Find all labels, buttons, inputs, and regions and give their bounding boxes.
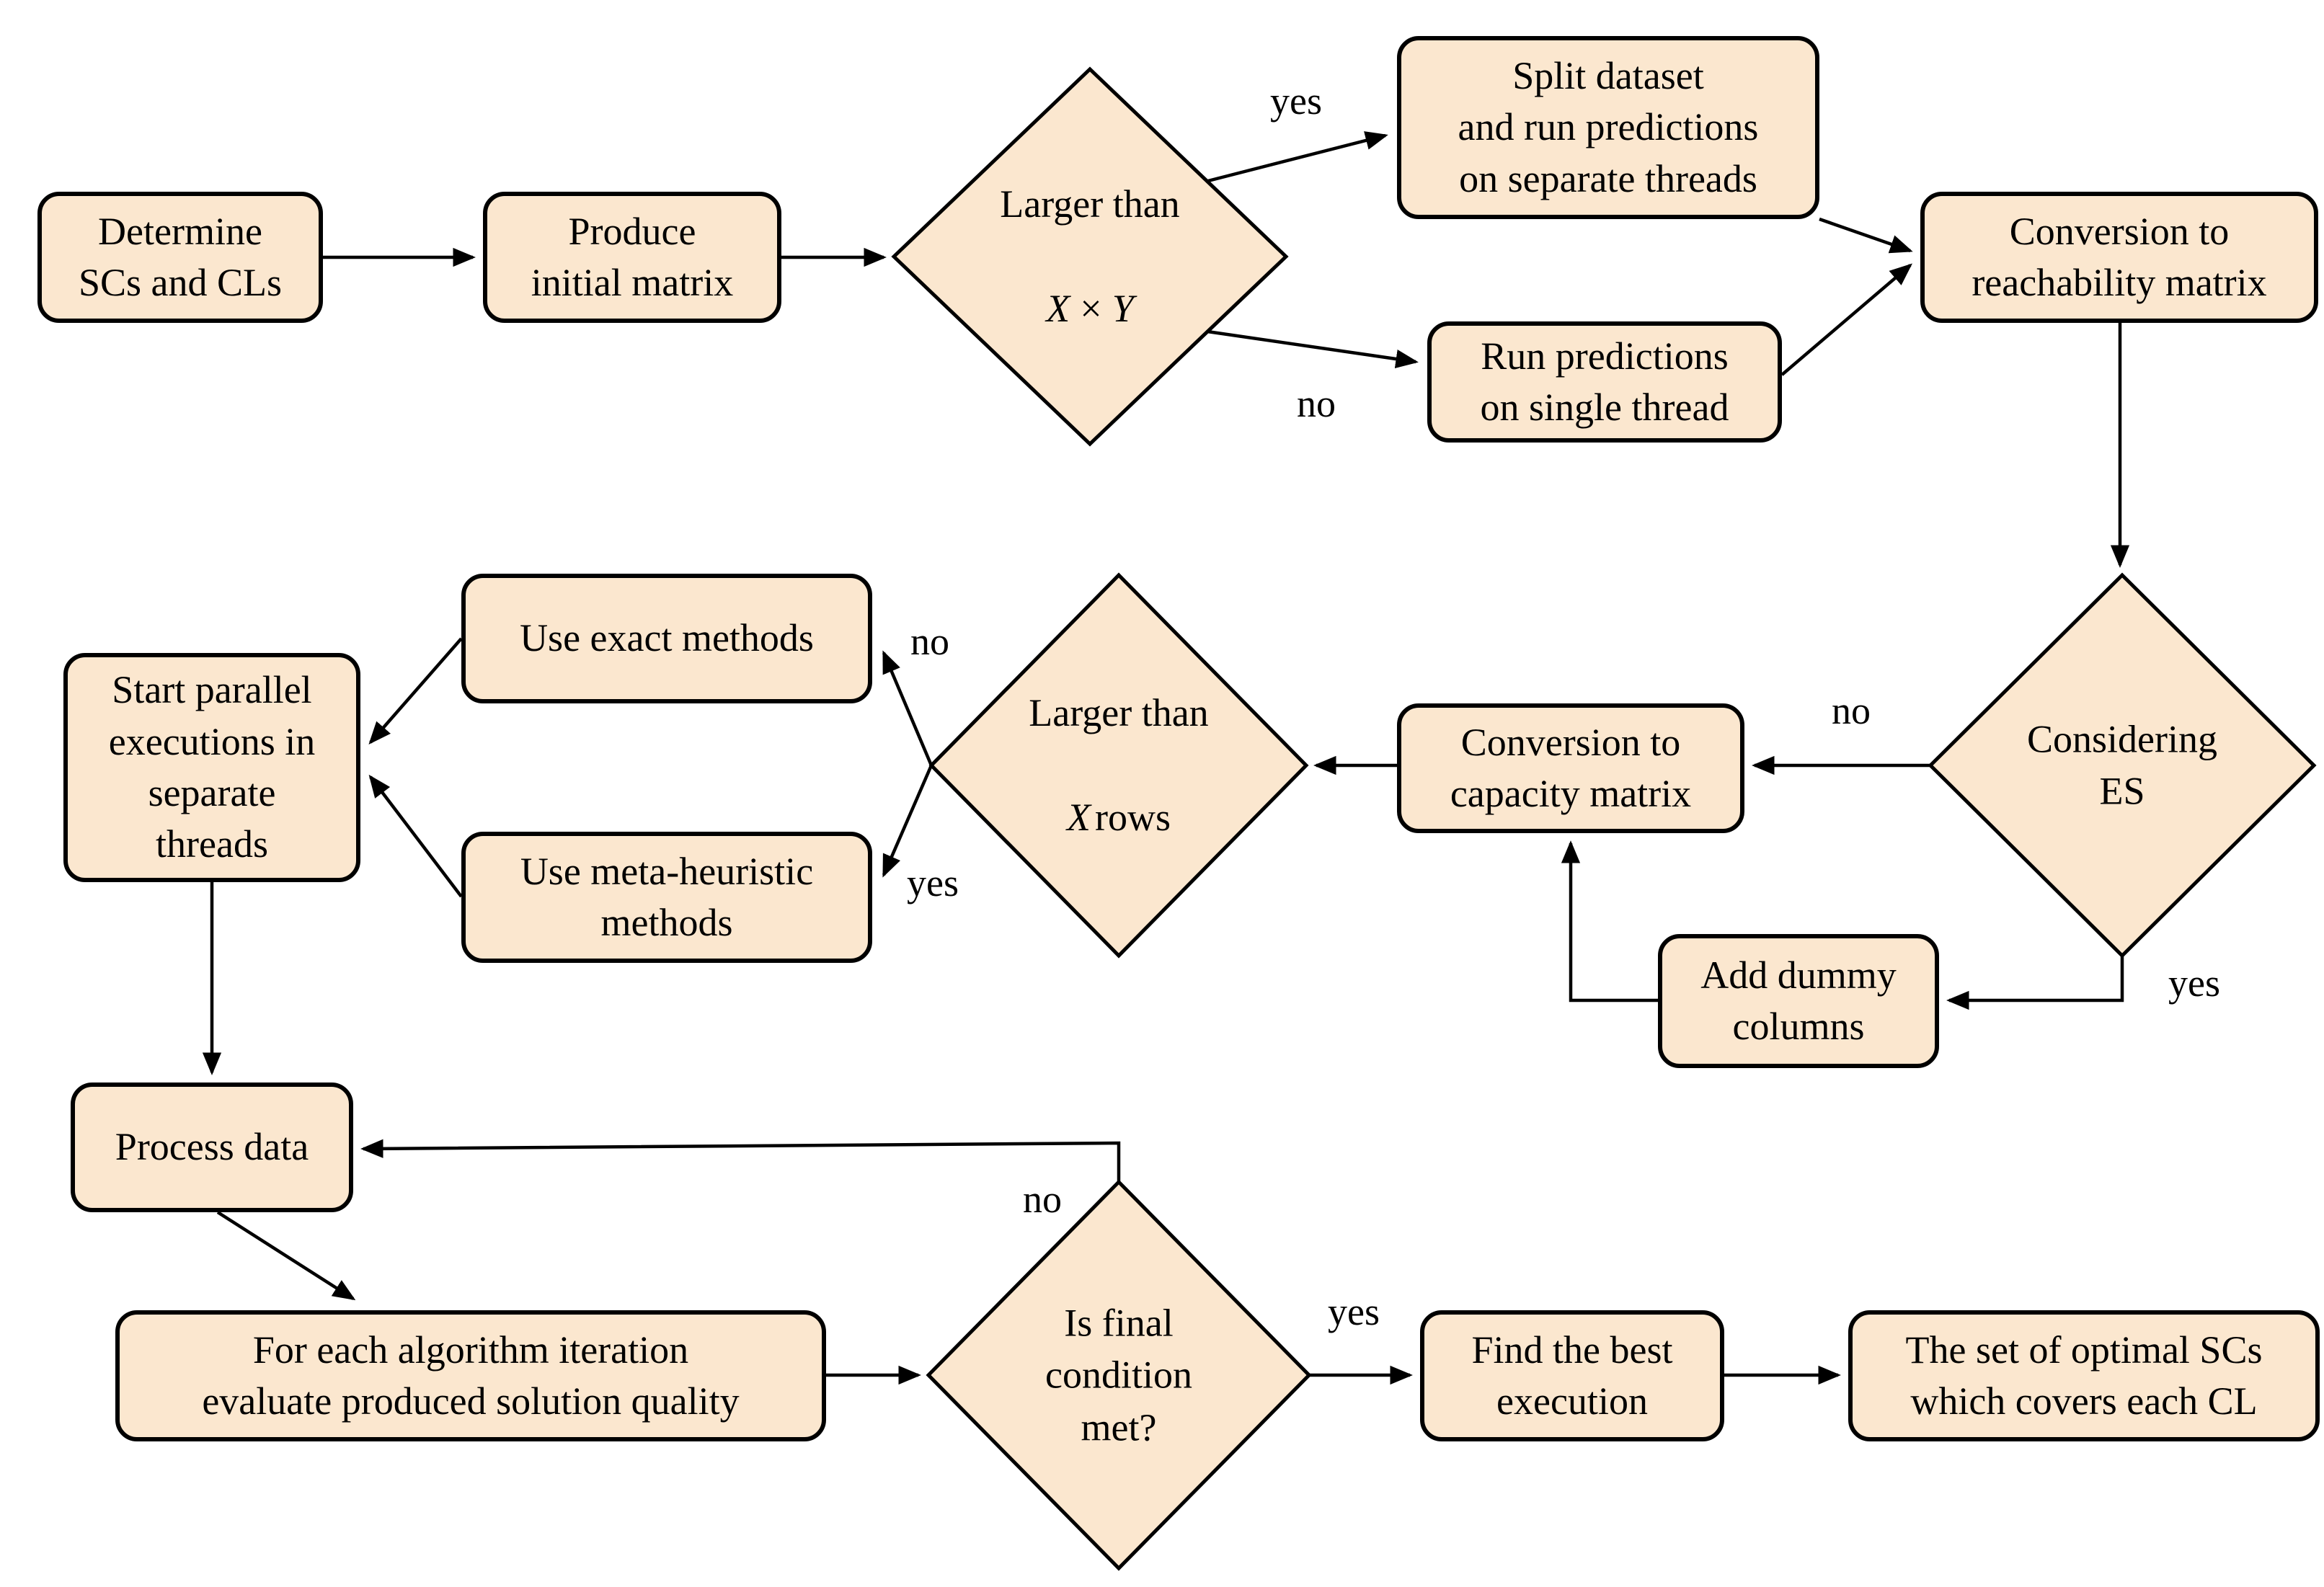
edge-final-no-loop-to-process — [360, 1139, 1121, 1182]
edge-larger-rows-yes-to-meta — [882, 765, 933, 878]
edge-larger-rows-no-to-exact — [882, 650, 933, 766]
decision-final-condition-label: Is final condition met? — [1045, 1301, 1192, 1449]
node-use-exact-methods: Use exact methods — [461, 574, 872, 703]
edge-meta-to-start-parallel — [368, 774, 463, 898]
node-evaluate-solution-quality: For each algorithm iteration evaluate pr… — [115, 1310, 826, 1441]
edge-label-yes-dummy: yes — [2168, 961, 2220, 1005]
node-process-data: Process data — [71, 1083, 353, 1212]
edge-label-yes-meta: yes — [907, 861, 959, 904]
node-use-meta-heuristic-methods: Use meta-heuristic methods — [461, 832, 872, 963]
edge-add-dummy-to-capacity — [1561, 840, 1658, 1003]
node-determine-scs-cls: Determine SCs and CLs — [37, 192, 323, 323]
decision-considering-es-shape — [1928, 572, 2317, 959]
node-conversion-reachability-matrix: Conversion to reachability matrix — [1920, 192, 2318, 323]
node-find-best-execution: Find the best execution — [1420, 1310, 1724, 1441]
edge-label-no-exact: no — [910, 620, 949, 663]
edge-considering-es-yes-to-add-dummy — [1946, 956, 2124, 1010]
edge-label-no-capacity: no — [1832, 689, 1871, 732]
node-split-dataset: Split dataset and run predictions on sep… — [1397, 36, 1819, 219]
edge-larger-xy-no-to-run-single — [1207, 329, 1419, 369]
edge-process-to-evaluate — [216, 1211, 356, 1301]
edge-larger-xy-yes-to-split — [1205, 131, 1388, 184]
edge-label-yes-final: yes — [1328, 1290, 1380, 1333]
decision-larger-xy-shape — [891, 66, 1289, 447]
node-produce-initial-matrix: Produce initial matrix — [483, 192, 781, 323]
node-optimal-scs-result: The set of optimal SCs which covers each… — [1848, 1310, 2320, 1441]
edge-label-no-loop: no — [1023, 1178, 1062, 1221]
decision-final-condition-shape — [926, 1179, 1312, 1571]
decision-larger-xy-label: Larger than X×Y — [1000, 182, 1180, 331]
node-add-dummy-columns: Add dummy columns — [1658, 934, 1939, 1068]
edge-run-single-to-reach — [1780, 263, 1912, 376]
decision-considering-es-label: Considering ES — [2027, 717, 2217, 813]
edge-split-to-reach — [1819, 217, 1913, 254]
node-conversion-capacity-matrix: Conversion to capacity matrix — [1397, 703, 1744, 833]
node-run-predictions-single-thread: Run predictions on single thread — [1427, 321, 1782, 443]
decision-larger-rows-shape — [928, 572, 1309, 959]
edge-label-no-single: no — [1297, 382, 1336, 425]
edge-label-yes-split: yes — [1270, 79, 1322, 123]
node-start-parallel-executions: Start parallel executions in separate th… — [63, 653, 360, 882]
edge-exact-to-start-parallel — [368, 637, 463, 744]
